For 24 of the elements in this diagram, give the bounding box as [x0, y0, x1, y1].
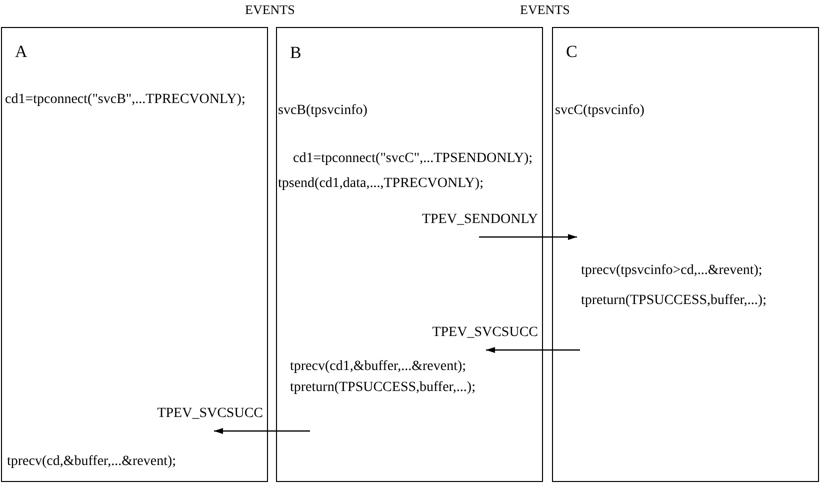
- header-label: EVENTS: [520, 2, 570, 18]
- edge-label: TPEV_SVCSUCC: [432, 324, 538, 341]
- code-line: cd1=tpconnect("svcB",...TPRECVONLY);: [5, 91, 246, 108]
- column-heading: C: [566, 42, 578, 62]
- code-line: tpreturn(TPSUCCESS,buffer,...);: [290, 379, 476, 396]
- column-box: [1, 27, 268, 482]
- code-line: tpreturn(TPSUCCESS,buffer,...);: [581, 292, 766, 309]
- column-box: [552, 27, 819, 482]
- column-box: [276, 27, 543, 482]
- arrow: [214, 428, 310, 434]
- code-line: tprecv(tpsvcinfo>cd,...&revent);: [581, 262, 762, 279]
- column-heading: A: [15, 42, 28, 62]
- code-line: tprecv(cd,&buffer,...&revent);: [7, 453, 176, 470]
- code-line: svcB(tpsvcinfo): [278, 102, 368, 119]
- code-line: tprecv(cd1,&buffer,...&revent);: [290, 358, 466, 375]
- edge-label: TPEV_SVCSUCC: [157, 405, 263, 422]
- column-heading: B: [290, 43, 302, 63]
- header-label: EVENTS: [245, 2, 295, 18]
- code-line: svcC(tpsvcinfo): [555, 102, 644, 119]
- arrow: [479, 234, 577, 240]
- edge-label: TPEV_SENDONLY: [422, 211, 538, 228]
- code-line: cd1=tpconnect("svcC",...TPSENDONLY);: [293, 150, 533, 167]
- arrow: [486, 347, 580, 353]
- code-line: tpsend(cd1,data,...,TPRECVONLY);: [278, 175, 484, 192]
